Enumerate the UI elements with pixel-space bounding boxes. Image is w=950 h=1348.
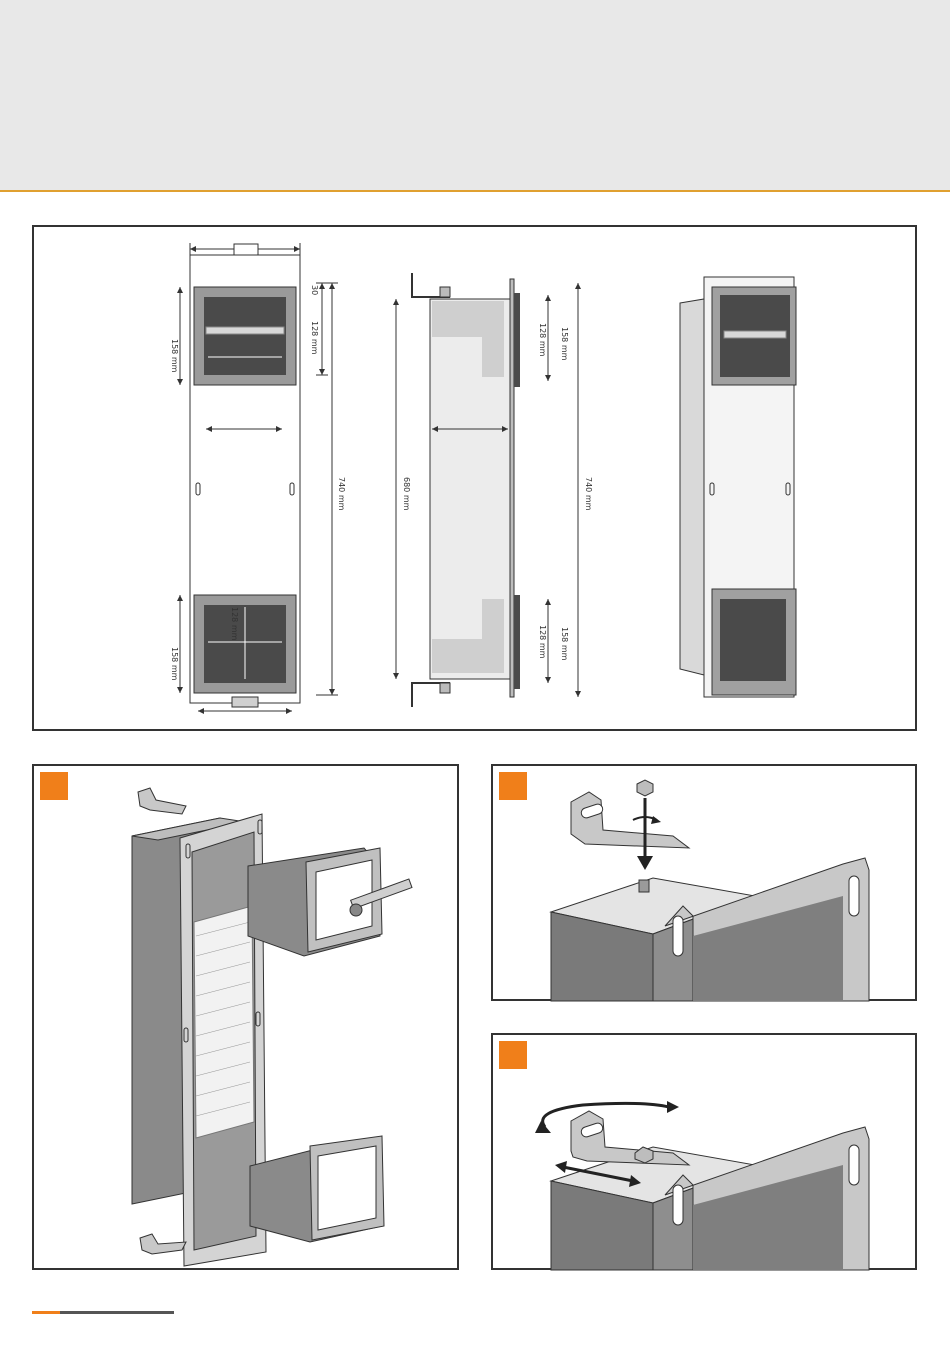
mounting-bracket-icon bbox=[140, 1234, 186, 1254]
footer-accent-rule bbox=[32, 1311, 60, 1314]
perspective-view bbox=[680, 277, 796, 697]
side-bottom-niche-outer-dim: 158 mm bbox=[560, 627, 569, 661]
assembly-illustration-3 bbox=[493, 1035, 919, 1272]
mounting-bracket-icon bbox=[138, 788, 186, 814]
front-top-niche-outer-dim: 158 mm bbox=[170, 339, 179, 373]
side-top-niche-inner-dim: 128 mm bbox=[538, 323, 547, 357]
rotate-arrow-icon bbox=[535, 1101, 679, 1133]
front-top-offset-dim: 30 bbox=[310, 285, 319, 295]
assembly-step-3-panel bbox=[491, 1033, 917, 1270]
side-height-total-dim: 740 mm bbox=[584, 477, 593, 511]
front-bottom-niche-outer-dim: 158 mm bbox=[170, 647, 179, 681]
side-bottom-niche-inner-dim: 128 mm bbox=[538, 625, 547, 659]
assembly-step-1-panel bbox=[32, 764, 459, 1270]
header-band bbox=[0, 0, 950, 192]
assembly-step-2-panel bbox=[491, 764, 917, 1001]
front-top-niche-inner-dim: 128 mm bbox=[310, 321, 319, 355]
front-height-total-dim: 740 mm bbox=[337, 477, 346, 511]
side-body-height-dim: 680 mm bbox=[402, 477, 411, 511]
assembly-illustration-1 bbox=[34, 766, 461, 1272]
dimension-drawing: 158 mm 158 mm 30 128 mm 128 mm 740 mm bbox=[34, 227, 919, 733]
side-top-niche-outer-dim: 158 mm bbox=[560, 327, 569, 361]
front-bottom-niche-inner-dim: 128 mm bbox=[230, 607, 239, 641]
assembly-illustration-2 bbox=[493, 766, 919, 1003]
nut-icon bbox=[637, 780, 653, 796]
dimension-drawing-panel: 158 mm 158 mm 30 128 mm 128 mm 740 mm bbox=[32, 225, 917, 731]
front-view: 158 mm 158 mm 30 128 mm 128 mm 740 mm bbox=[170, 243, 346, 714]
side-view: 680 mm 128 mm 158 mm 128 mm 158 mm 740 m… bbox=[393, 273, 593, 707]
rotate-arrow-icon bbox=[633, 816, 661, 824]
